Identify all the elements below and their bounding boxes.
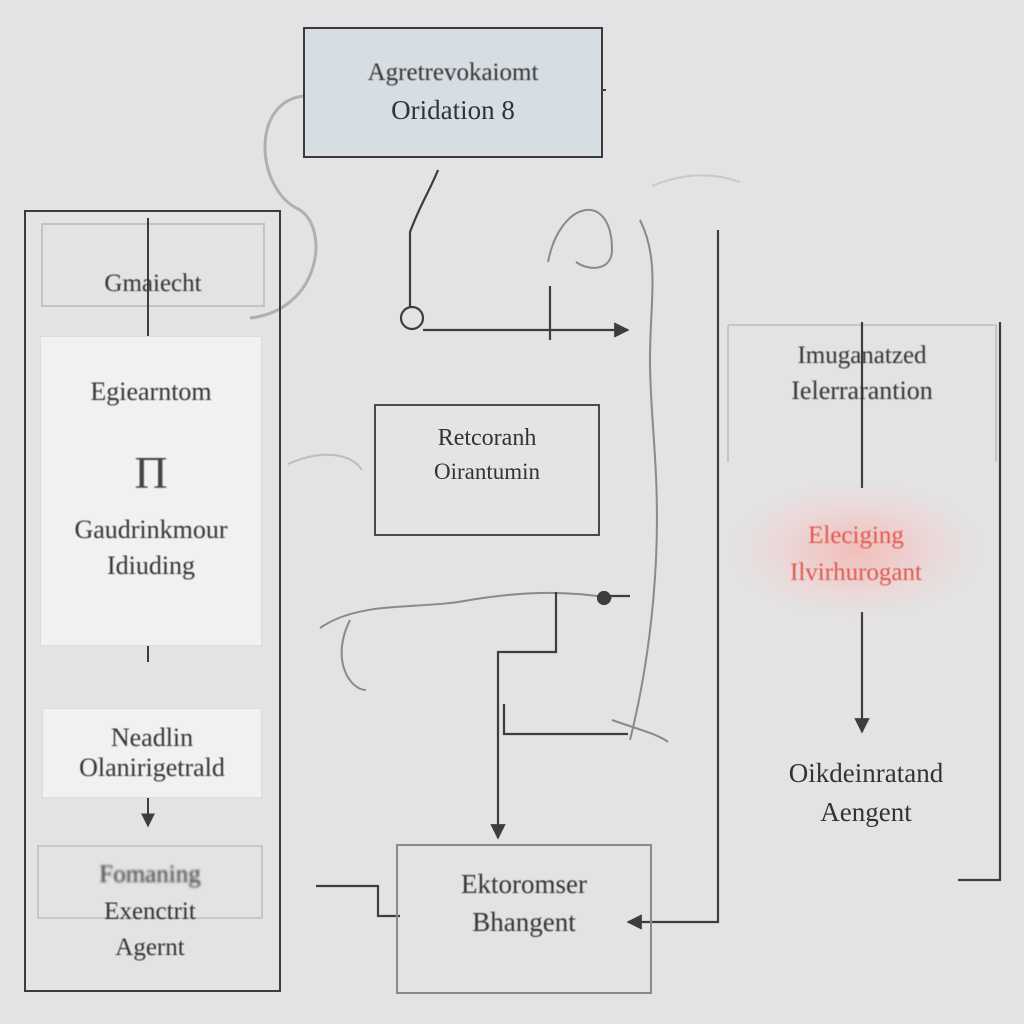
top-to-left-curve [249,94,318,320]
bottom-box-line2: Bhangent [472,906,576,937]
right-routing [626,230,1002,930]
left-panel-frame [24,210,281,992]
right-upper-line1: Imuganatzed [797,341,927,369]
left-header-line1: Gmaiecht [104,269,202,297]
right-upper-line2: Ielerrarantion [791,376,933,406]
left-panel-bottom-box: Fomaning Exenctrit Agernt [36,842,264,982]
center-process-box: Retcoranh Oirantumin [374,404,600,536]
left-panel-mid-box: Neadlin Olanirigetrald [42,708,262,798]
right-upper-box: Imuganatzed Ielerrarantion [726,320,998,460]
left-card-line3: Idiuding [106,551,196,580]
top-process-box: Agretrevokaiomt Oridation 8 [303,27,603,158]
bottom-process-box: Ektoromser Bhangent [396,844,652,994]
organic-strands [287,174,741,743]
alert-line2: Ilvirhurogant [790,559,922,586]
left-panel-header: Gmaiecht [42,222,264,302]
center-lower-routing [316,590,630,918]
right-output-line2: Aengent [820,797,912,827]
left-card-line2: Gaudrinkmour [74,515,228,544]
top-center-flow [399,169,630,340]
left-bottom-frame [37,845,263,919]
top-box-line2: Oridation 8 [391,95,515,126]
left-mid-line1: Neadlin [110,723,194,753]
left-card-line1: Egiearntom [90,377,212,406]
alert-line1: Eleciging [808,522,904,550]
right-output-line1: Oikdeinratand [788,757,944,788]
left-bottom-line1: Fomaning [99,860,201,888]
center-box-line1: Retcoranh [437,424,537,451]
left-card-glyph: Π [134,447,168,498]
left-panel-card: Egiearntom Π Gaudrinkmour Idiuding [40,336,262,646]
left-header-frame [41,223,265,307]
right-output-node: Oikdeinratand Aengent [736,748,996,838]
alert-node: Eleciging Ilvirhurogant [736,510,976,600]
left-mid-line2: Olanirigetrald [79,753,225,782]
alert-glow [726,480,986,620]
left-bottom-line2: Exenctrit [104,897,196,925]
left-bottom-line3: Agernt [115,934,185,962]
bottom-box-line1: Ektoromser [461,869,587,900]
center-box-line2: Oirantumin [433,458,541,484]
top-box-line1: Agretrevokaiomt [367,58,539,86]
sketch-frames [37,223,997,919]
right-upper-frame [727,324,997,462]
